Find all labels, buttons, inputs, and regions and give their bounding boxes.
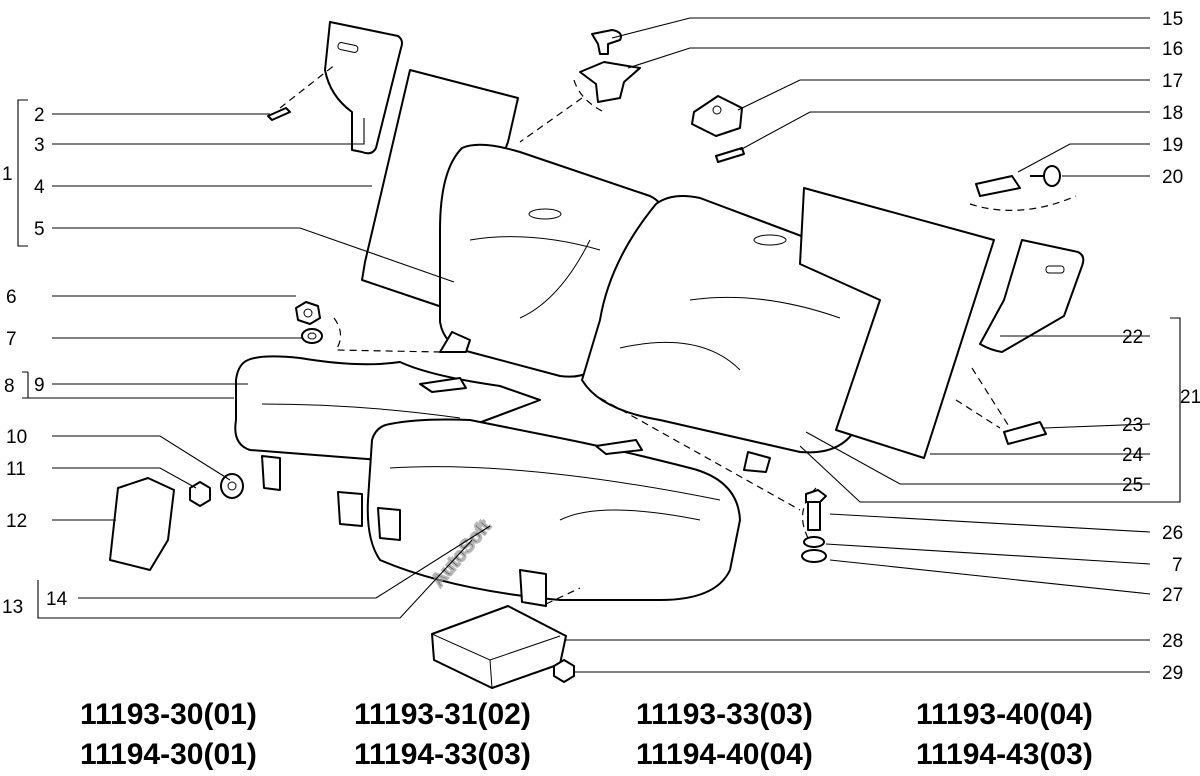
right-backrest-trim-panel (979, 239, 1085, 353)
nut-part-11 (189, 481, 211, 507)
nut-part-6 (295, 301, 321, 325)
model-code: 11193-30(01) (80, 698, 257, 731)
model-code: 11193-31(02) (354, 698, 531, 731)
rear-seat-exploded-diagram: AutoSoft 1 (2, 9, 1200, 689)
callout-7a: 7 (6, 329, 17, 350)
callout-7b: 7 (1172, 555, 1183, 576)
callout-17: 17 (1162, 71, 1183, 92)
callout-6: 6 (6, 287, 17, 308)
model-code: 11194-40(04) (636, 738, 813, 771)
bracket-clips (261, 455, 547, 607)
model-code: 11193-40(04) (916, 698, 1093, 731)
callout-18: 18 (1162, 103, 1183, 124)
rear-seat-cushion-right (366, 418, 741, 601)
plug-part-23 (1003, 421, 1047, 445)
wedge-part-12 (109, 477, 175, 571)
model-code: 11193-33(03) (636, 698, 813, 731)
plug-part-19 (975, 175, 1021, 197)
bolt-part-26 (805, 489, 827, 531)
model-code: 11194-33(03) (354, 738, 531, 771)
callout-2: 2 (34, 105, 45, 126)
leader-lines (17, 17, 1181, 673)
model-code: 11194-43(03) (916, 738, 1093, 771)
callout-24: 24 (1122, 445, 1144, 466)
callout-14: 14 (46, 589, 68, 610)
nut-part-29 (553, 659, 575, 683)
callout-20: 20 (1162, 167, 1183, 188)
screw-part-18 (715, 147, 745, 163)
callout-23: 23 (1122, 415, 1143, 436)
washer-part-7 (301, 328, 323, 344)
model-code-table: 11193-30(01) 11193-31(02) 11193-33(03) 1… (0, 692, 1200, 776)
bracket-part-16 (579, 61, 641, 103)
callout-9: 9 (34, 375, 45, 396)
right-backrest-board (799, 187, 995, 459)
callout-4: 4 (34, 177, 45, 198)
callout-8: 8 (4, 376, 15, 397)
callout-10: 10 (6, 427, 27, 448)
washer-part-10 (220, 473, 244, 499)
callout-27: 27 (1162, 585, 1183, 606)
model-code: 11194-30(01) (80, 738, 257, 771)
callout-22: 22 (1122, 327, 1143, 348)
callout-3: 3 (34, 135, 45, 156)
callout-19: 19 (1162, 135, 1183, 156)
rivet-part-20 (1030, 165, 1061, 187)
callout-5: 5 (34, 219, 45, 240)
callout-26: 26 (1162, 523, 1183, 544)
screw-part-2 (267, 107, 291, 121)
callout-12: 12 (6, 511, 27, 532)
callout-28: 28 (1162, 631, 1183, 652)
module-part-28 (431, 605, 567, 689)
callout-29: 29 (1162, 663, 1183, 684)
washer-part-7b (803, 536, 825, 548)
clip-part-15 (591, 29, 622, 55)
left-backrest-trim-panel (324, 21, 403, 155)
callout-11: 11 (6, 459, 26, 480)
callout-25: 25 (1122, 475, 1143, 496)
callout-labels: 1 2 3 4 5 6 7 8 9 10 11 12 13 14 15 16 1… (2, 9, 1200, 684)
washer-part-27 (801, 549, 827, 563)
hinge-part-17 (691, 95, 743, 137)
callout-13: 13 (2, 597, 23, 618)
rear-seat-cushion-left (234, 355, 541, 461)
callout-21: 21 (1180, 387, 1200, 408)
callout-1: 1 (2, 164, 13, 185)
callout-16: 16 (1162, 39, 1183, 60)
callout-15: 15 (1162, 9, 1183, 30)
